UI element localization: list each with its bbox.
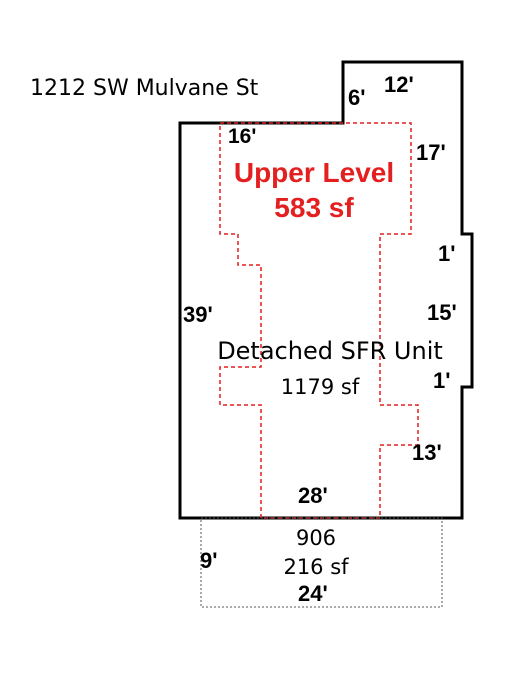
annex-outline — [200, 517, 443, 608]
dimension-annex-side: 9' — [200, 548, 217, 573]
main-building-outline — [178, 60, 474, 520]
upper-level-area: 583 sf — [274, 192, 354, 223]
main-unit-title: Detached SFR Unit — [217, 337, 443, 365]
dimension-right-middle: 15' — [427, 300, 457, 325]
main-unit-area: 1179 sf — [281, 375, 360, 399]
dimension-upper-top: 16' — [228, 125, 256, 148]
upper-level-title: Upper Level — [234, 157, 394, 188]
dimension-right-upper: 17' — [416, 140, 446, 165]
dimension-top-left-notch: 6' — [348, 85, 365, 110]
annex-area: 216 sf — [283, 555, 349, 579]
dimension-top-right-notch: 12' — [384, 72, 414, 97]
dimension-right-jog-upper: 1' — [438, 241, 455, 266]
dimension-annex-bottom: 24' — [298, 581, 328, 606]
dimension-upper-bottom: 28' — [298, 483, 328, 508]
address-label: 1212 SW Mulvane St — [30, 76, 259, 101]
dimension-left-side: 39' — [183, 302, 213, 327]
dimension-right-lower: 13' — [412, 440, 442, 465]
annex-title: 906 — [296, 526, 336, 550]
dimension-right-jog-lower: 1' — [433, 368, 450, 393]
